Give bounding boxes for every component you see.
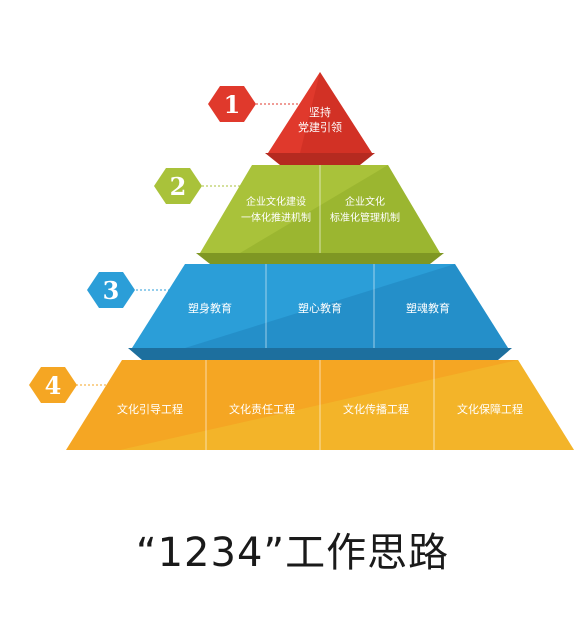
marker-3-hexagon: [87, 272, 135, 308]
marker-1: 1: [208, 86, 305, 122]
tier-3-band: [128, 348, 512, 360]
tier-4-cell-3: 文化传播工程: [343, 402, 409, 416]
marker-4: 4: [29, 367, 122, 403]
tier-1: 坚持 党建引领: [265, 72, 375, 165]
marker-2: 2: [154, 168, 256, 204]
tier-2: 企业文化建设 一体化推进机制 企业文化 标准化管理机制: [196, 165, 444, 264]
marker-1-hexagon: [208, 86, 256, 122]
diagram-caption: “1234”工作思路: [135, 530, 450, 576]
marker-4-number: 4: [45, 371, 62, 400]
marker-2-hexagon: [154, 168, 202, 204]
marker-2-number: 2: [170, 172, 187, 201]
marker-3-number: 3: [103, 276, 120, 305]
tier-4-cell-4: 文化保障工程: [457, 402, 523, 416]
tier-1-shade: [300, 72, 372, 153]
tier-4-cell-2: 文化责任工程: [229, 402, 295, 416]
marker-3: 3: [87, 272, 185, 308]
tier-1-band: [265, 153, 375, 165]
tier-4: 文化引导工程 文化责任工程 文化传播工程 文化保障工程: [66, 360, 574, 450]
tier-2-cell-1-line1: 企业文化建设: [246, 195, 306, 208]
tier-1-text-line2: 党建引领: [298, 120, 342, 134]
tier-3: 塑身教育 塑心教育 塑魂教育: [128, 264, 512, 360]
tier-3-cell-1: 塑身教育: [188, 301, 232, 315]
tier-3-cell-2: 塑心教育: [298, 301, 342, 315]
tier-2-cell-2-line2: 标准化管理机制: [330, 211, 400, 224]
tier-2-band: [196, 253, 444, 264]
marker-1-number: 1: [224, 90, 241, 119]
marker-4-hexagon: [29, 367, 77, 403]
tier-3-cell-3: 塑魂教育: [406, 301, 450, 315]
tier-4-shade: [120, 360, 574, 450]
tier-2-shade: [240, 165, 440, 253]
tier-2-cell-2-line1: 企业文化: [345, 195, 385, 208]
tier-2-cell-1-line2: 一体化推进机制: [241, 211, 311, 224]
tier-1-text-line1: 坚持: [309, 105, 331, 119]
tier-4-cell-1: 文化引导工程: [117, 402, 183, 416]
